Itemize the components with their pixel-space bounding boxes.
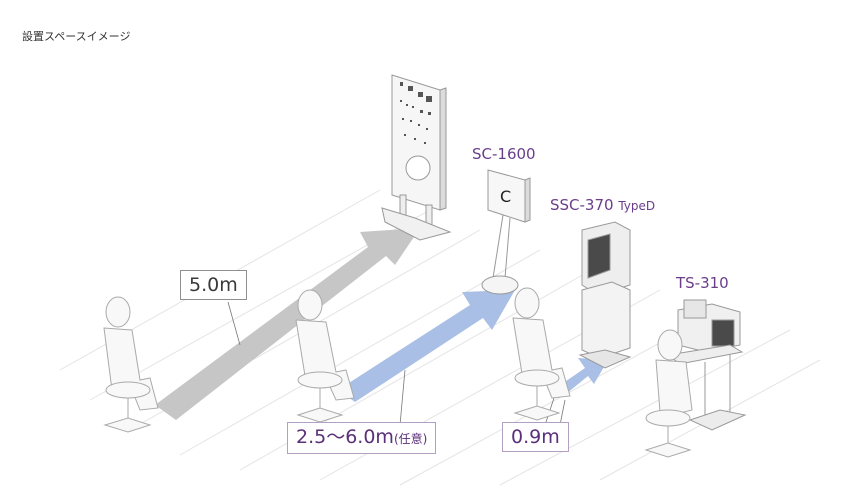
- arrow-2-5-6m: [338, 290, 515, 402]
- person-seat-4: [644, 329, 693, 458]
- arrow-5m: [155, 228, 420, 420]
- svg-text:C: C: [500, 187, 511, 206]
- label-ssc370-suffix: TypeD: [618, 199, 656, 213]
- arrow-0-9m: [556, 358, 608, 394]
- person-seat-3: [512, 287, 571, 421]
- ssc370-device: [578, 221, 632, 369]
- distance-optional-note: (任意): [393, 432, 428, 446]
- label-ts310: TS-310: [676, 274, 729, 292]
- ts310-device: [666, 299, 747, 431]
- page-title: 設置スペースイメージ: [22, 30, 131, 43]
- label-ssc370: SSC-370 TypeD: [550, 196, 655, 214]
- distance-label-5m: 5.0m: [180, 270, 247, 300]
- distance-label-2-5-6m: 2.5～6.0m(任意): [287, 422, 437, 454]
- person-seat-2: [295, 289, 355, 423]
- eye-chart-stand: [381, 74, 452, 241]
- person-seat-1: [103, 296, 159, 433]
- label-ssc370-model: SSC-370: [550, 196, 614, 214]
- sc1600-device: C: [481, 169, 531, 295]
- distance-label-0-9m: 0.9m: [502, 422, 569, 452]
- label-sc1600: SC-1600: [472, 145, 536, 163]
- distance-range: 2.5～6.0m: [296, 426, 394, 448]
